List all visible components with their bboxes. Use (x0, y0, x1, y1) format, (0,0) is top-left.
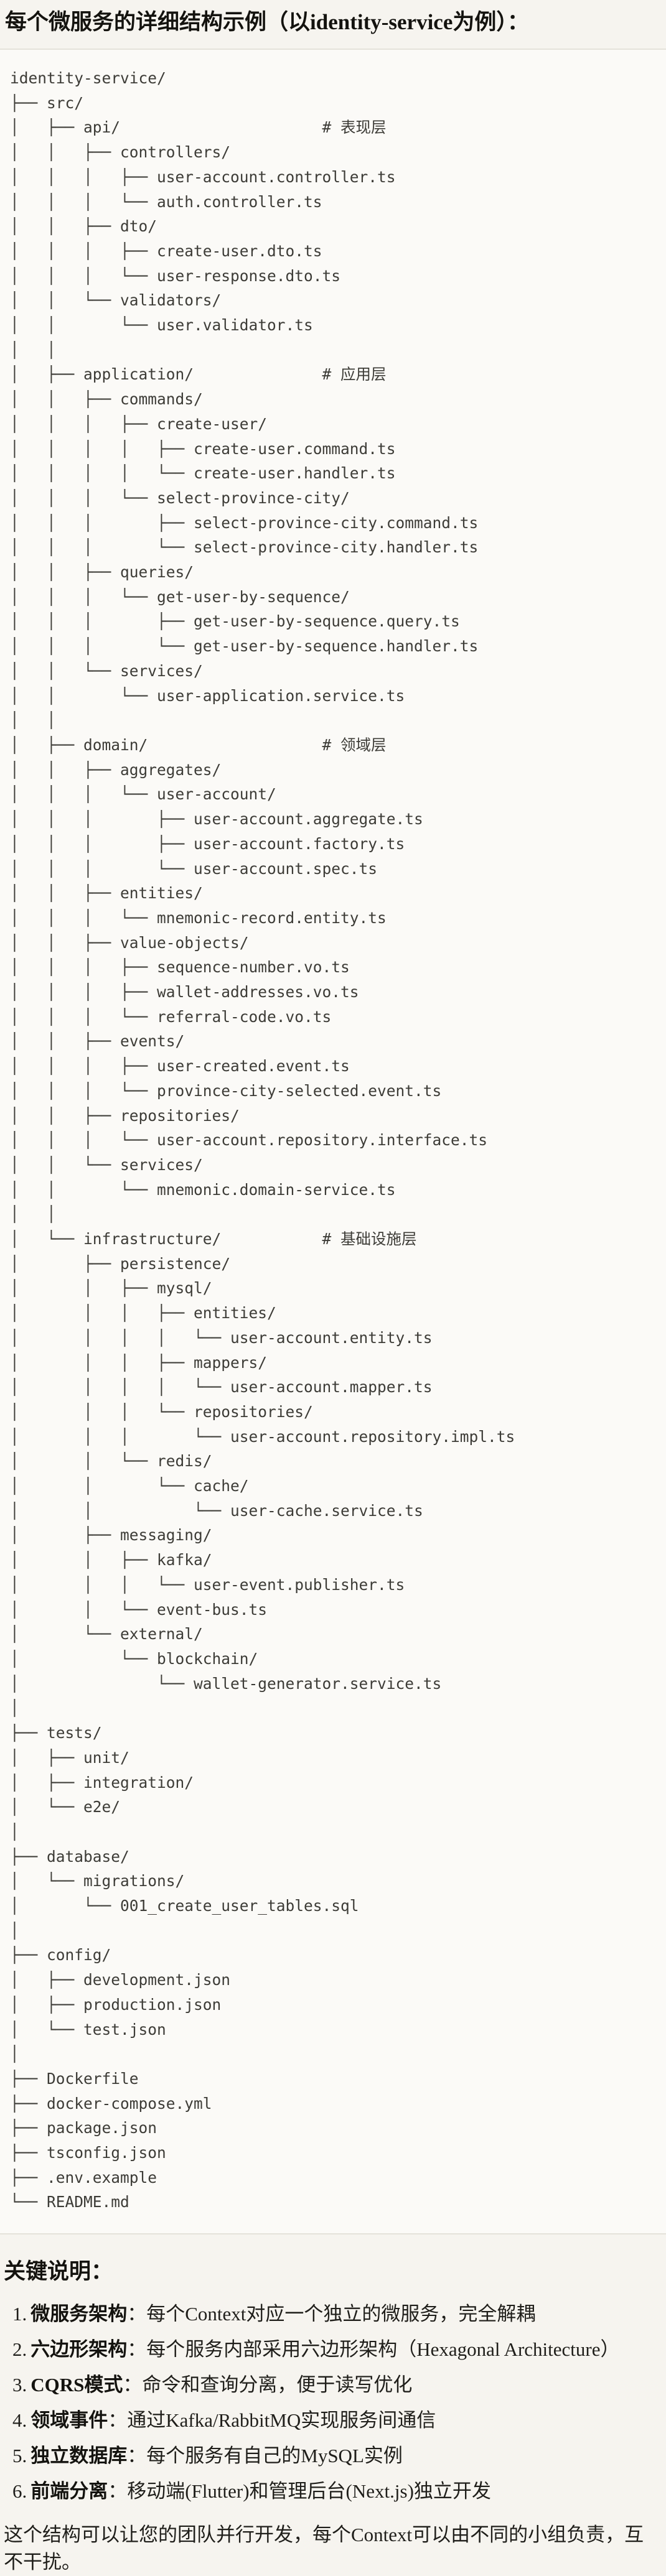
code-block: identity-service/ ├── src/ │ ├── api/ # … (0, 49, 666, 2235)
list-item: 5.独立数据库：每个服务有自己的MySQL实例 (4, 2442, 660, 2470)
notes-list: 1.微服务架构：每个Context对应一个独立的微服务，完全解耦 2.六边形架构… (4, 2300, 660, 2505)
item-term: CQRS模式 (30, 2374, 123, 2396)
list-item: 1.微服务架构：每个Context对应一个独立的微服务，完全解耦 (4, 2300, 660, 2328)
list-item: 6.前端分离：移动端(Flutter)和管理后台(Next.js)独立开发 (4, 2478, 660, 2505)
item-number: 4. (12, 2409, 27, 2432)
item-term: 前端分离 (30, 2480, 108, 2503)
footer-note: 这个结构可以让您的团队并行开发，每个Context可以由不同的小组负责，互不干扰… (4, 2524, 644, 2574)
item-term: 微服务架构 (30, 2303, 128, 2325)
item-desc: ：命令和查询分离，便于读写优化 (123, 2374, 413, 2396)
list-item: 4.领域事件：通过Kafka/RabbitMQ实现服务间通信 (4, 2407, 660, 2434)
item-desc: ：每个服务有自己的MySQL实例 (127, 2445, 403, 2467)
list-item: 2.六边形架构：每个服务内部采用六边形架构（Hexagonal Architec… (4, 2336, 660, 2363)
directory-tree: identity-service/ ├── src/ │ ├── api/ # … (10, 69, 515, 2211)
item-number: 3. (12, 2374, 27, 2396)
page-title: 每个微服务的详细结构示例（以identity-service为例）： (5, 10, 529, 34)
list-item: 3.CQRS模式：命令和查询分离，便于读写优化 (4, 2371, 660, 2399)
notes-heading: 关键说明： (4, 2259, 113, 2284)
item-term: 领域事件 (30, 2409, 108, 2432)
item-desc: ：通过Kafka/RabbitMQ实现服务间通信 (108, 2409, 436, 2432)
item-desc: ：移动端(Flutter)和管理后台(Next.js)独立开发 (108, 2480, 491, 2503)
item-number: 2. (12, 2338, 27, 2361)
item-number: 1. (12, 2303, 27, 2325)
item-desc: ：每个服务内部采用六边形架构（Hexagonal Architecture） (127, 2338, 620, 2361)
item-number: 6. (12, 2480, 27, 2503)
item-number: 5. (12, 2445, 27, 2467)
item-desc: ：每个Context对应一个独立的微服务，完全解耦 (127, 2303, 536, 2325)
item-term: 独立数据库 (30, 2445, 128, 2467)
notes-section: 关键说明： 1.微服务架构：每个Context对应一个独立的微服务，完全解耦 2… (0, 2257, 666, 2576)
item-term: 六边形架构 (30, 2338, 128, 2361)
